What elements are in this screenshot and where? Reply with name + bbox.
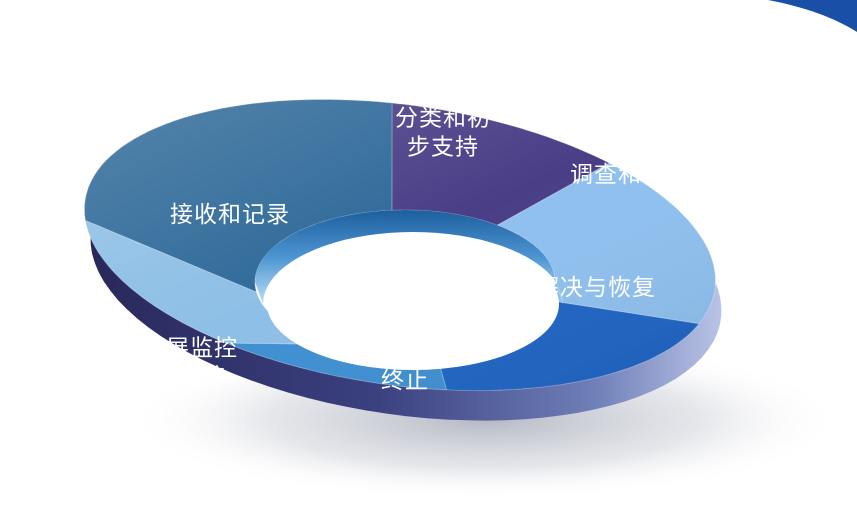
segment-label-line: 调查和诊断 xyxy=(570,162,690,188)
segment-label-classify: 分类和初步支持 xyxy=(395,106,491,161)
segment-label-receive: 接收和记录 xyxy=(170,202,290,228)
segment-label-monitor: 进展监控与跟踪 xyxy=(142,336,238,391)
segment-label-line: 接收和记录 xyxy=(170,202,290,228)
segment-label-line: 解决与恢复 xyxy=(536,275,656,301)
segment-label-line: 步支持 xyxy=(407,135,479,161)
segment-label-investigate: 调查和诊断 xyxy=(570,162,690,188)
segment-label-line: 进展监控 xyxy=(142,336,238,362)
ring-inner-wall xyxy=(255,210,563,304)
ring-hole xyxy=(267,238,559,370)
segment-label-line: 终止 xyxy=(381,368,429,394)
segment-label-line: 与跟踪 xyxy=(154,365,226,391)
segment-label-line: 分类和初 xyxy=(395,106,491,132)
ring-side-wall xyxy=(84,155,722,421)
segment-label-close: 终止 xyxy=(381,368,429,394)
corner-accent-shape xyxy=(768,0,857,32)
segment-label-resolve: 解决与恢复 xyxy=(536,275,656,301)
